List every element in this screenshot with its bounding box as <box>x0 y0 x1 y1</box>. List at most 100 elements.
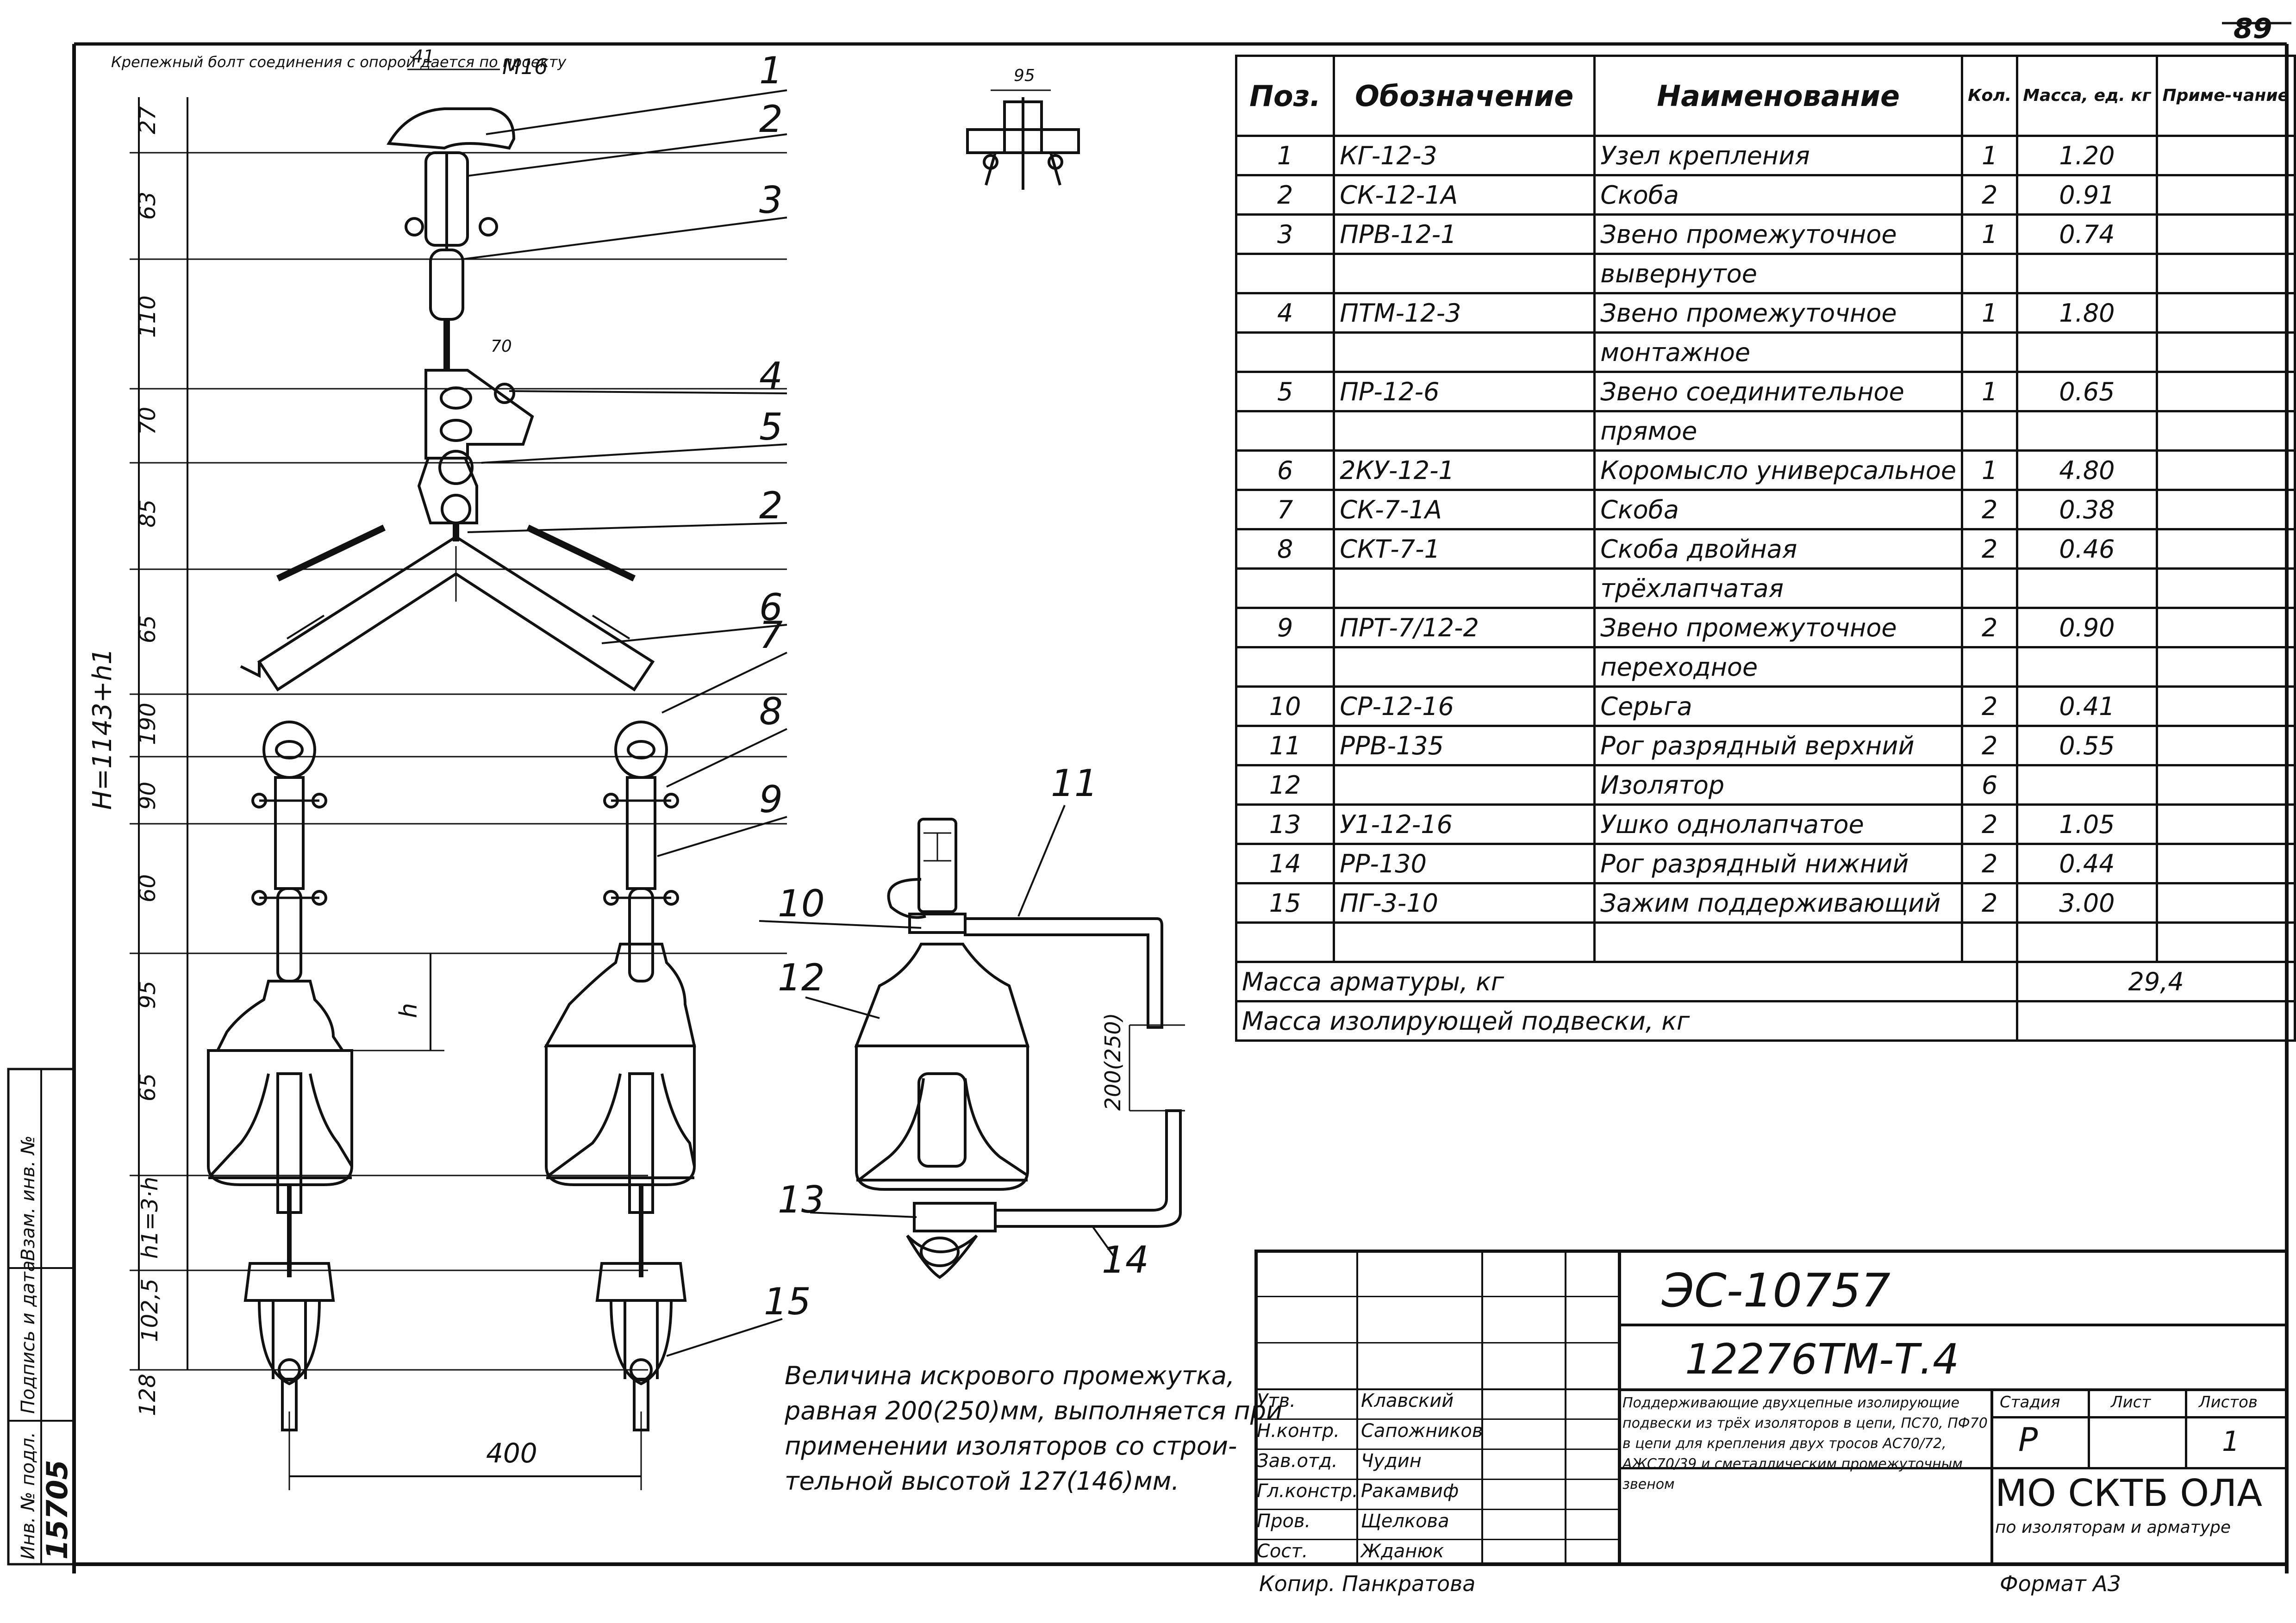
spec-cell-note <box>2155 607 2296 648</box>
mass-suspension-row: Масса изолирующей подвески, кг <box>1235 1000 2296 1042</box>
spec-cell-designation <box>1333 567 1596 609</box>
spec-cell-mass: 1.05 <box>2016 803 2158 845</box>
dim-m16: M16 <box>502 54 548 79</box>
top-fitting <box>240 107 655 692</box>
org-subtitle: по изоляторам и арматуре <box>1995 1518 2231 1537</box>
right-insulator-string <box>543 721 696 1431</box>
spec-cell-pos: 9 <box>1235 607 1335 648</box>
spec-cell-note <box>2155 843 2296 884</box>
note-block: Величина искрового промежутка, равная 20… <box>785 1358 1282 1499</box>
spec-cell-qty: 1 <box>1961 371 2019 412</box>
spec-cell-note <box>2155 803 2296 845</box>
vdim-6: 190 <box>135 703 161 745</box>
spec-cell-designation: ПРВ-12-1 <box>1333 213 1596 255</box>
callouts-right: 10 11 12 13 14 <box>778 762 1149 1281</box>
spec-cell-qty: 1 <box>1961 449 2019 491</box>
spec-cell-note <box>2155 921 2296 963</box>
spec-cell-pos <box>1235 410 1335 452</box>
vdim-2: 110 <box>135 295 161 338</box>
vdim-8: 60 <box>135 874 161 902</box>
mass-suspension-value <box>2016 1000 2296 1042</box>
mass-armature-row: Масса арматуры, кг 29,4 <box>1235 961 2296 1002</box>
spec-cell-designation: СР-12-16 <box>1333 685 1596 727</box>
page-number: 89 <box>2234 12 2272 45</box>
spec-cell-note <box>2155 449 2296 491</box>
spec-cell-pos: 13 <box>1235 803 1335 845</box>
dim-h: h <box>395 1003 423 1018</box>
spec-cell-mass: 0.44 <box>2016 843 2158 884</box>
spec-cell-name: Коромысло универсальное <box>1593 449 1964 491</box>
spec-cell-qty: 1 <box>1961 213 2019 255</box>
name-0: Клавский <box>1361 1390 1454 1412</box>
side-view <box>854 818 1182 1279</box>
stage-label: Стадия <box>2000 1393 2060 1412</box>
spec-cell-mass: 0.46 <box>2016 528 2158 570</box>
spec-cell-mass: 0.74 <box>2016 213 2158 255</box>
vdim-0: 27 <box>135 106 161 134</box>
spec-cell-mass: 0.91 <box>2016 174 2158 216</box>
callout-9: 9 <box>759 778 783 821</box>
spec-table: Поз. Обозначение Наименование Кол. Масса… <box>1235 55 2296 1042</box>
spec-cell-designation <box>1333 331 1596 373</box>
mass-armature-label: Масса арматуры, кг <box>1235 961 2019 1002</box>
spec-cell-qty: 2 <box>1961 882 2019 924</box>
spec-cell-note <box>2155 135 2296 176</box>
spec-cell-qty: 2 <box>1961 489 2019 530</box>
spec-cell-qty <box>1961 646 2019 688</box>
spec-cell-designation: ПТМ-12-3 <box>1333 292 1596 334</box>
spec-cell-pos <box>1235 921 1335 963</box>
top-note: Крепежный болт соединения с опорой даетс… <box>111 53 567 71</box>
spec-cell-name: Скоба двойная <box>1593 528 1964 570</box>
left-insulator-string <box>207 721 353 1431</box>
spec-cell-note <box>2155 253 2296 294</box>
callout-12: 12 <box>778 956 825 999</box>
hdr-pos: Поз. <box>1235 55 1335 137</box>
callout-3: 3 <box>759 179 783 222</box>
spec-cell-pos: 5 <box>1235 371 1335 412</box>
spec-row: трёхлапчатая <box>1235 567 2296 609</box>
spec-cell-qty <box>1961 331 2019 373</box>
vdim-13: 128 <box>135 1374 161 1416</box>
vdim-3: 70 <box>135 407 161 435</box>
mass-armature-value: 29,4 <box>2016 961 2296 1002</box>
spec-cell-note <box>2155 331 2296 373</box>
spec-cell-name: Звено соединительное <box>1593 371 1964 412</box>
spec-cell-qty: 2 <box>1961 843 2019 884</box>
side-inv-label: Инв. № подл. <box>18 1432 39 1560</box>
spec-cell-designation: КГ-12-3 <box>1333 135 1596 176</box>
spec-cell-note <box>2155 725 2296 766</box>
spec-cell-designation: ПГ-3-10 <box>1333 882 1596 924</box>
sheets-label: Листов <box>2199 1393 2258 1412</box>
spec-cell-pos: 11 <box>1235 725 1335 766</box>
dim-ticks <box>130 152 787 1371</box>
spec-cell-name: Ушко однолапчатое <box>1593 803 1964 845</box>
spec-cell-qty: 6 <box>1961 764 2019 806</box>
hdr-designation: Обозначение <box>1333 55 1596 137</box>
spec-cell-name: Звено промежуточное <box>1593 292 1964 334</box>
spec-cell-qty: 2 <box>1961 725 2019 766</box>
role-2: Зав.отд. <box>1257 1450 1338 1472</box>
spec-cell-mass: 0.65 <box>2016 371 2158 412</box>
callout-2b: 2 <box>759 484 783 527</box>
spec-cell-mass <box>2016 567 2158 609</box>
spec-cell-name: Скоба <box>1593 174 1964 216</box>
spec-row: вывернутое <box>1235 253 2296 294</box>
spec-cell-pos: 2 <box>1235 174 1335 216</box>
format-label: Формат А3 <box>2000 1571 2121 1596</box>
vdim-10: 65 <box>135 1073 161 1101</box>
drawing-number: 12276ТМ-Т.4 <box>1685 1335 1959 1384</box>
note-line: Величина искрового промежутка, <box>785 1361 1235 1390</box>
spec-cell-qty <box>1961 567 2019 609</box>
spec-cell-designation: СК-7-1А <box>1333 489 1596 530</box>
callout-10: 10 <box>778 882 825 925</box>
spec-row: переходное <box>1235 646 2296 688</box>
spec-cell-designation <box>1333 253 1596 294</box>
spec-cell-designation <box>1333 646 1596 688</box>
spec-cell-mass <box>2016 921 2158 963</box>
